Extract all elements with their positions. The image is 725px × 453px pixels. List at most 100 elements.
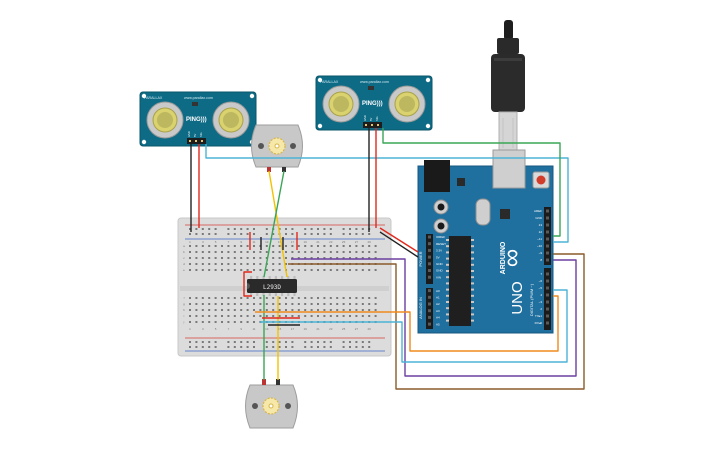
sensor-brand: PARALLAX	[144, 96, 163, 100]
wire-red[interactable]	[379, 227, 419, 253]
chip-leg	[446, 245, 449, 248]
pin-label: AREF	[534, 209, 542, 213]
breadboard-hole	[361, 228, 364, 230]
chip-leg	[446, 307, 449, 310]
breadboard-hole	[329, 303, 332, 305]
breadboard-hole	[208, 321, 211, 323]
breadboard-hole	[189, 309, 191, 311]
pin-label: 8	[540, 258, 542, 262]
pin-label: IOREF	[436, 235, 445, 239]
pin-label: 12	[539, 230, 543, 234]
pin-label: GND	[535, 216, 543, 220]
wire-purple[interactable]	[291, 258, 577, 377]
breadboard-hole	[317, 245, 319, 247]
column-number: 11	[252, 240, 255, 244]
breadboard-hole	[259, 263, 262, 265]
header-pin	[428, 275, 431, 279]
dc-motor-top[interactable]	[251, 124, 303, 172]
driver-chip[interactable]: L293D	[247, 276, 297, 296]
wire-red[interactable]	[243, 271, 252, 297]
breadboard-hole	[304, 346, 307, 348]
breadboard-hole	[285, 257, 287, 259]
breadboard-hole	[323, 251, 326, 253]
dc-motor-bottom[interactable]	[245, 379, 298, 429]
breadboard-hole	[368, 303, 371, 305]
header-pin	[428, 255, 431, 259]
breadboard-hole	[272, 309, 275, 311]
breadboard-hole	[227, 346, 230, 348]
column-number: 29	[368, 327, 372, 331]
breadboard-hole	[240, 309, 243, 311]
breadboard-hole	[227, 257, 230, 259]
arduino-uno[interactable]: ∞ ARDUINO UNO POWER ANALOG IN DIGITAL (P…	[417, 149, 554, 334]
breadboard-hole	[246, 269, 249, 271]
breadboard-hole	[201, 315, 204, 317]
breadboard-column-numbers: 1133557799111113131515171719192121232325…	[189, 240, 371, 331]
breadboard-hole	[195, 228, 198, 230]
breadboard-hole	[240, 269, 243, 271]
header-pin	[546, 279, 549, 283]
ultrasonic-sensor-right[interactable]: PARALLAX www.parallax.com PING))) GND 5V…	[315, 75, 433, 131]
breadboard-hole	[201, 245, 204, 247]
breadboard-hole	[374, 269, 377, 271]
breadboard-hole	[342, 257, 345, 259]
breadboard-hole	[278, 228, 281, 230]
row-letter: i	[184, 314, 185, 318]
breadboard-hole	[272, 269, 275, 271]
reset-button[interactable]	[532, 171, 550, 189]
breadboard-hole	[208, 233, 211, 235]
breadboard-hole	[233, 309, 236, 311]
breadboard-hole	[278, 303, 281, 305]
breadboard-hole	[208, 228, 211, 230]
breadboard-hole	[329, 251, 332, 253]
breadboard-hole	[317, 233, 319, 235]
breadboard-hole	[195, 303, 198, 305]
breadboard-hole	[323, 341, 326, 343]
sensor-label: PING)))	[362, 101, 383, 107]
breadboard-hole	[291, 341, 294, 343]
breadboard-hole	[253, 346, 255, 348]
wire-cyan[interactable]	[205, 144, 569, 243]
breadboard-hole	[259, 297, 262, 299]
column-number: 29	[368, 240, 372, 244]
row-letter: h	[183, 308, 185, 312]
wire-black[interactable]	[379, 231, 419, 258]
breadboard-hole	[221, 257, 223, 259]
breadboard-hole	[201, 269, 204, 271]
chip-leg	[274, 276, 277, 279]
breadboard-hole	[233, 228, 236, 230]
breadboard-hole	[317, 315, 319, 317]
wire-green[interactable]	[263, 170, 285, 278]
breadboard-hole	[227, 309, 230, 311]
wire-green[interactable]	[382, 128, 561, 237]
breadboard-hole	[323, 297, 326, 299]
breadboard-hole	[214, 263, 217, 265]
breadboard-hole	[189, 233, 191, 235]
column-number: 11	[252, 327, 255, 331]
digital-header-upper	[544, 207, 551, 265]
breadboard-hole	[349, 228, 351, 230]
breadboard-hole	[253, 341, 255, 343]
row-letter: e	[183, 268, 185, 272]
breadboard-hole	[246, 263, 249, 265]
header-pin	[428, 322, 431, 326]
breadboard-hole	[253, 269, 255, 271]
ultrasonic-sensor-left[interactable]: PARALLAX www.parallax.com PING))) GND 5V…	[139, 91, 257, 147]
usb-cable[interactable]	[491, 20, 525, 153]
breadboard-hole	[208, 315, 211, 317]
row-letter: f	[184, 296, 185, 300]
wire-cyan[interactable]	[260, 289, 568, 363]
wire-orange[interactable]	[255, 295, 559, 352]
breadboard-hole	[329, 269, 332, 271]
breadboard-hole	[208, 346, 211, 348]
breadboard-hole	[246, 341, 249, 343]
pin-label: ~6	[539, 279, 543, 283]
breadboard-hole	[195, 346, 198, 348]
breadboard-hole	[374, 257, 377, 259]
wire-yellow[interactable]	[268, 170, 288, 278]
wire-brown[interactable]	[288, 253, 585, 390]
breadboard-hole	[374, 303, 377, 305]
breadboard-hole	[368, 257, 371, 259]
breadboard-hole	[233, 321, 236, 323]
